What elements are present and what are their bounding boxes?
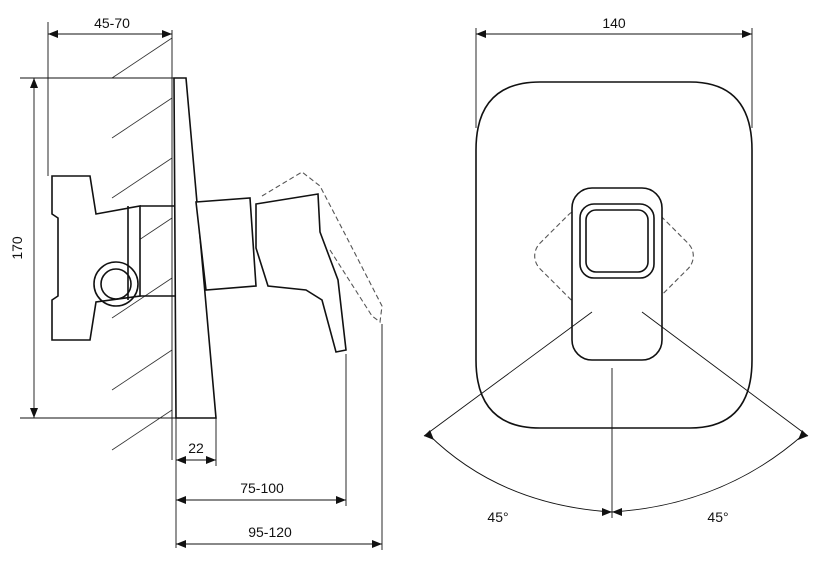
dim-plate-thickness: 22 [188,440,204,456]
front-dimensions: 140 45° 45° [423,15,809,525]
lever-front [571,187,663,361]
cover-plate-front [475,81,753,429]
dim-rotation-right: 45° [707,509,728,525]
connector-outer [93,261,139,307]
lever-handle [255,193,347,353]
dim-height: 170 [9,236,25,260]
lever-top-face-inner [585,209,649,273]
side-dimensions: 45-70 170 22 75-100 95-120 [9,15,383,550]
cartridge-housing [195,197,257,291]
dim-rotation-left: 45° [487,509,508,525]
side-view [51,30,383,460]
dim-lever-reach-long: 95-120 [248,524,292,540]
dim-lever-reach-short: 75-100 [240,480,284,496]
lever-alt-position [261,171,383,324]
front-view [475,81,753,429]
dim-wall-depth: 45-70 [94,15,130,31]
lever-top-face [579,203,655,279]
mixer-body [51,175,141,341]
dim-width: 140 [602,15,626,31]
connector-inner [100,268,132,300]
